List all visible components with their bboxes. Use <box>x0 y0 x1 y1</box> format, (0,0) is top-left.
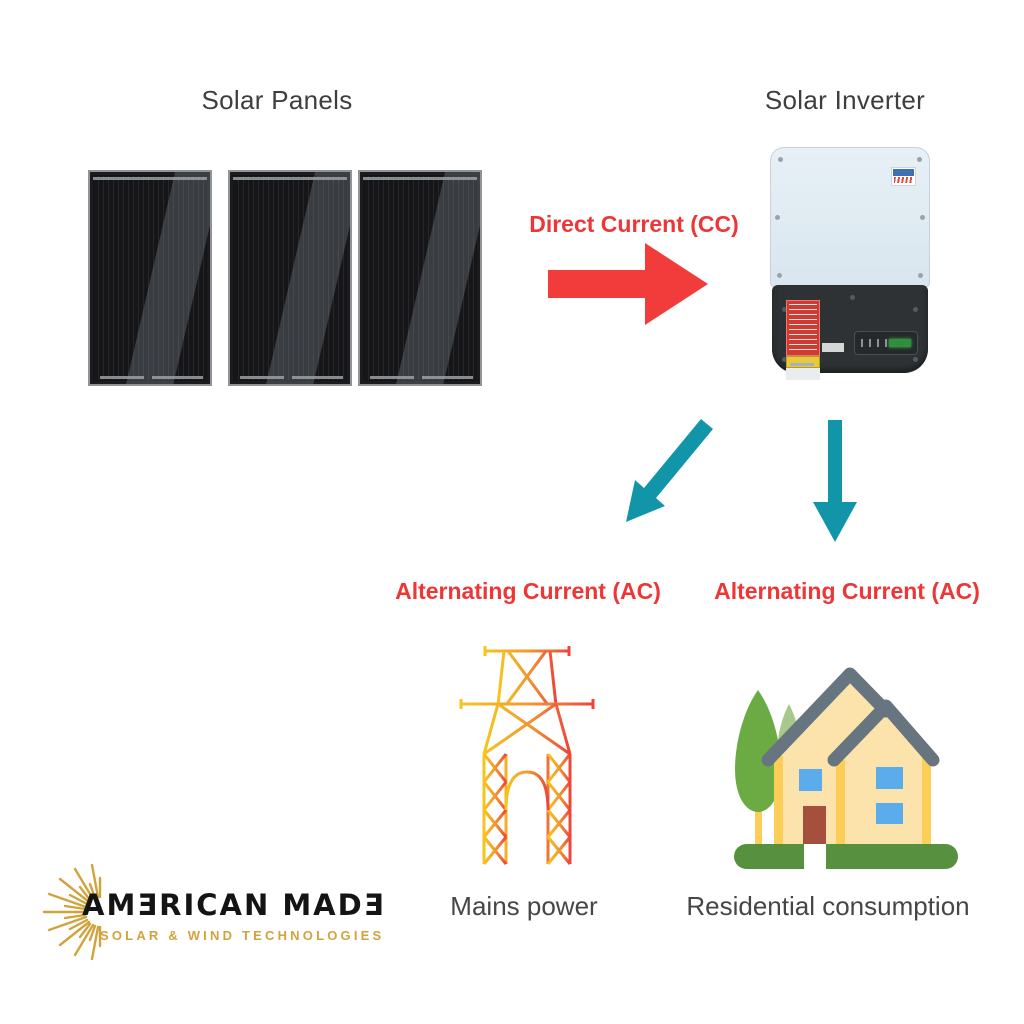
door <box>803 806 826 844</box>
roof <box>761 667 893 767</box>
dc-current-label: Direct Current (CC) <box>529 211 739 237</box>
window <box>876 803 903 824</box>
solar-panel-image <box>228 170 352 386</box>
house-wall <box>774 756 931 844</box>
solar-inverter-title: Solar Inverter <box>764 85 926 115</box>
logo-brand-text: AMƎRICAN MADƎ <box>82 888 386 922</box>
mains-power-caption: Mains power <box>450 891 598 921</box>
ac-current-label-residential: Alternating Current (AC) <box>714 578 980 604</box>
sunburst-icon <box>42 863 102 961</box>
ac-current-label-mains: Alternating Current (AC) <box>395 578 661 604</box>
ac-arrow-to-mains-icon <box>626 419 713 522</box>
solar-panels-title: Solar Panels <box>201 85 353 115</box>
tree <box>735 690 781 812</box>
warning-label <box>786 300 820 356</box>
house-icon <box>734 667 958 869</box>
roof <box>827 699 940 767</box>
company-logo: AMƎRICAN MADƎ SOLAR & WIND TECHNOLOGIES <box>36 858 406 968</box>
window <box>876 767 903 789</box>
ac-arrow-to-residential-icon <box>813 420 857 542</box>
window <box>799 769 822 791</box>
status-led <box>889 339 911 347</box>
logo-tagline-text: SOLAR & WIND TECHNOLOGIES <box>100 928 385 943</box>
electricity-pylon-icon <box>459 646 595 865</box>
path <box>804 844 826 869</box>
grass <box>734 844 958 869</box>
solar-panel-image <box>358 170 482 386</box>
inverter-display <box>854 331 918 355</box>
sma-logo <box>891 167 916 186</box>
residential-consumption-caption: Residential consumption <box>686 891 970 921</box>
solar-panel-image <box>88 170 212 386</box>
dc-arrow-icon <box>548 243 708 325</box>
panel-cells <box>94 176 206 380</box>
solar-inverter-image <box>770 147 930 380</box>
